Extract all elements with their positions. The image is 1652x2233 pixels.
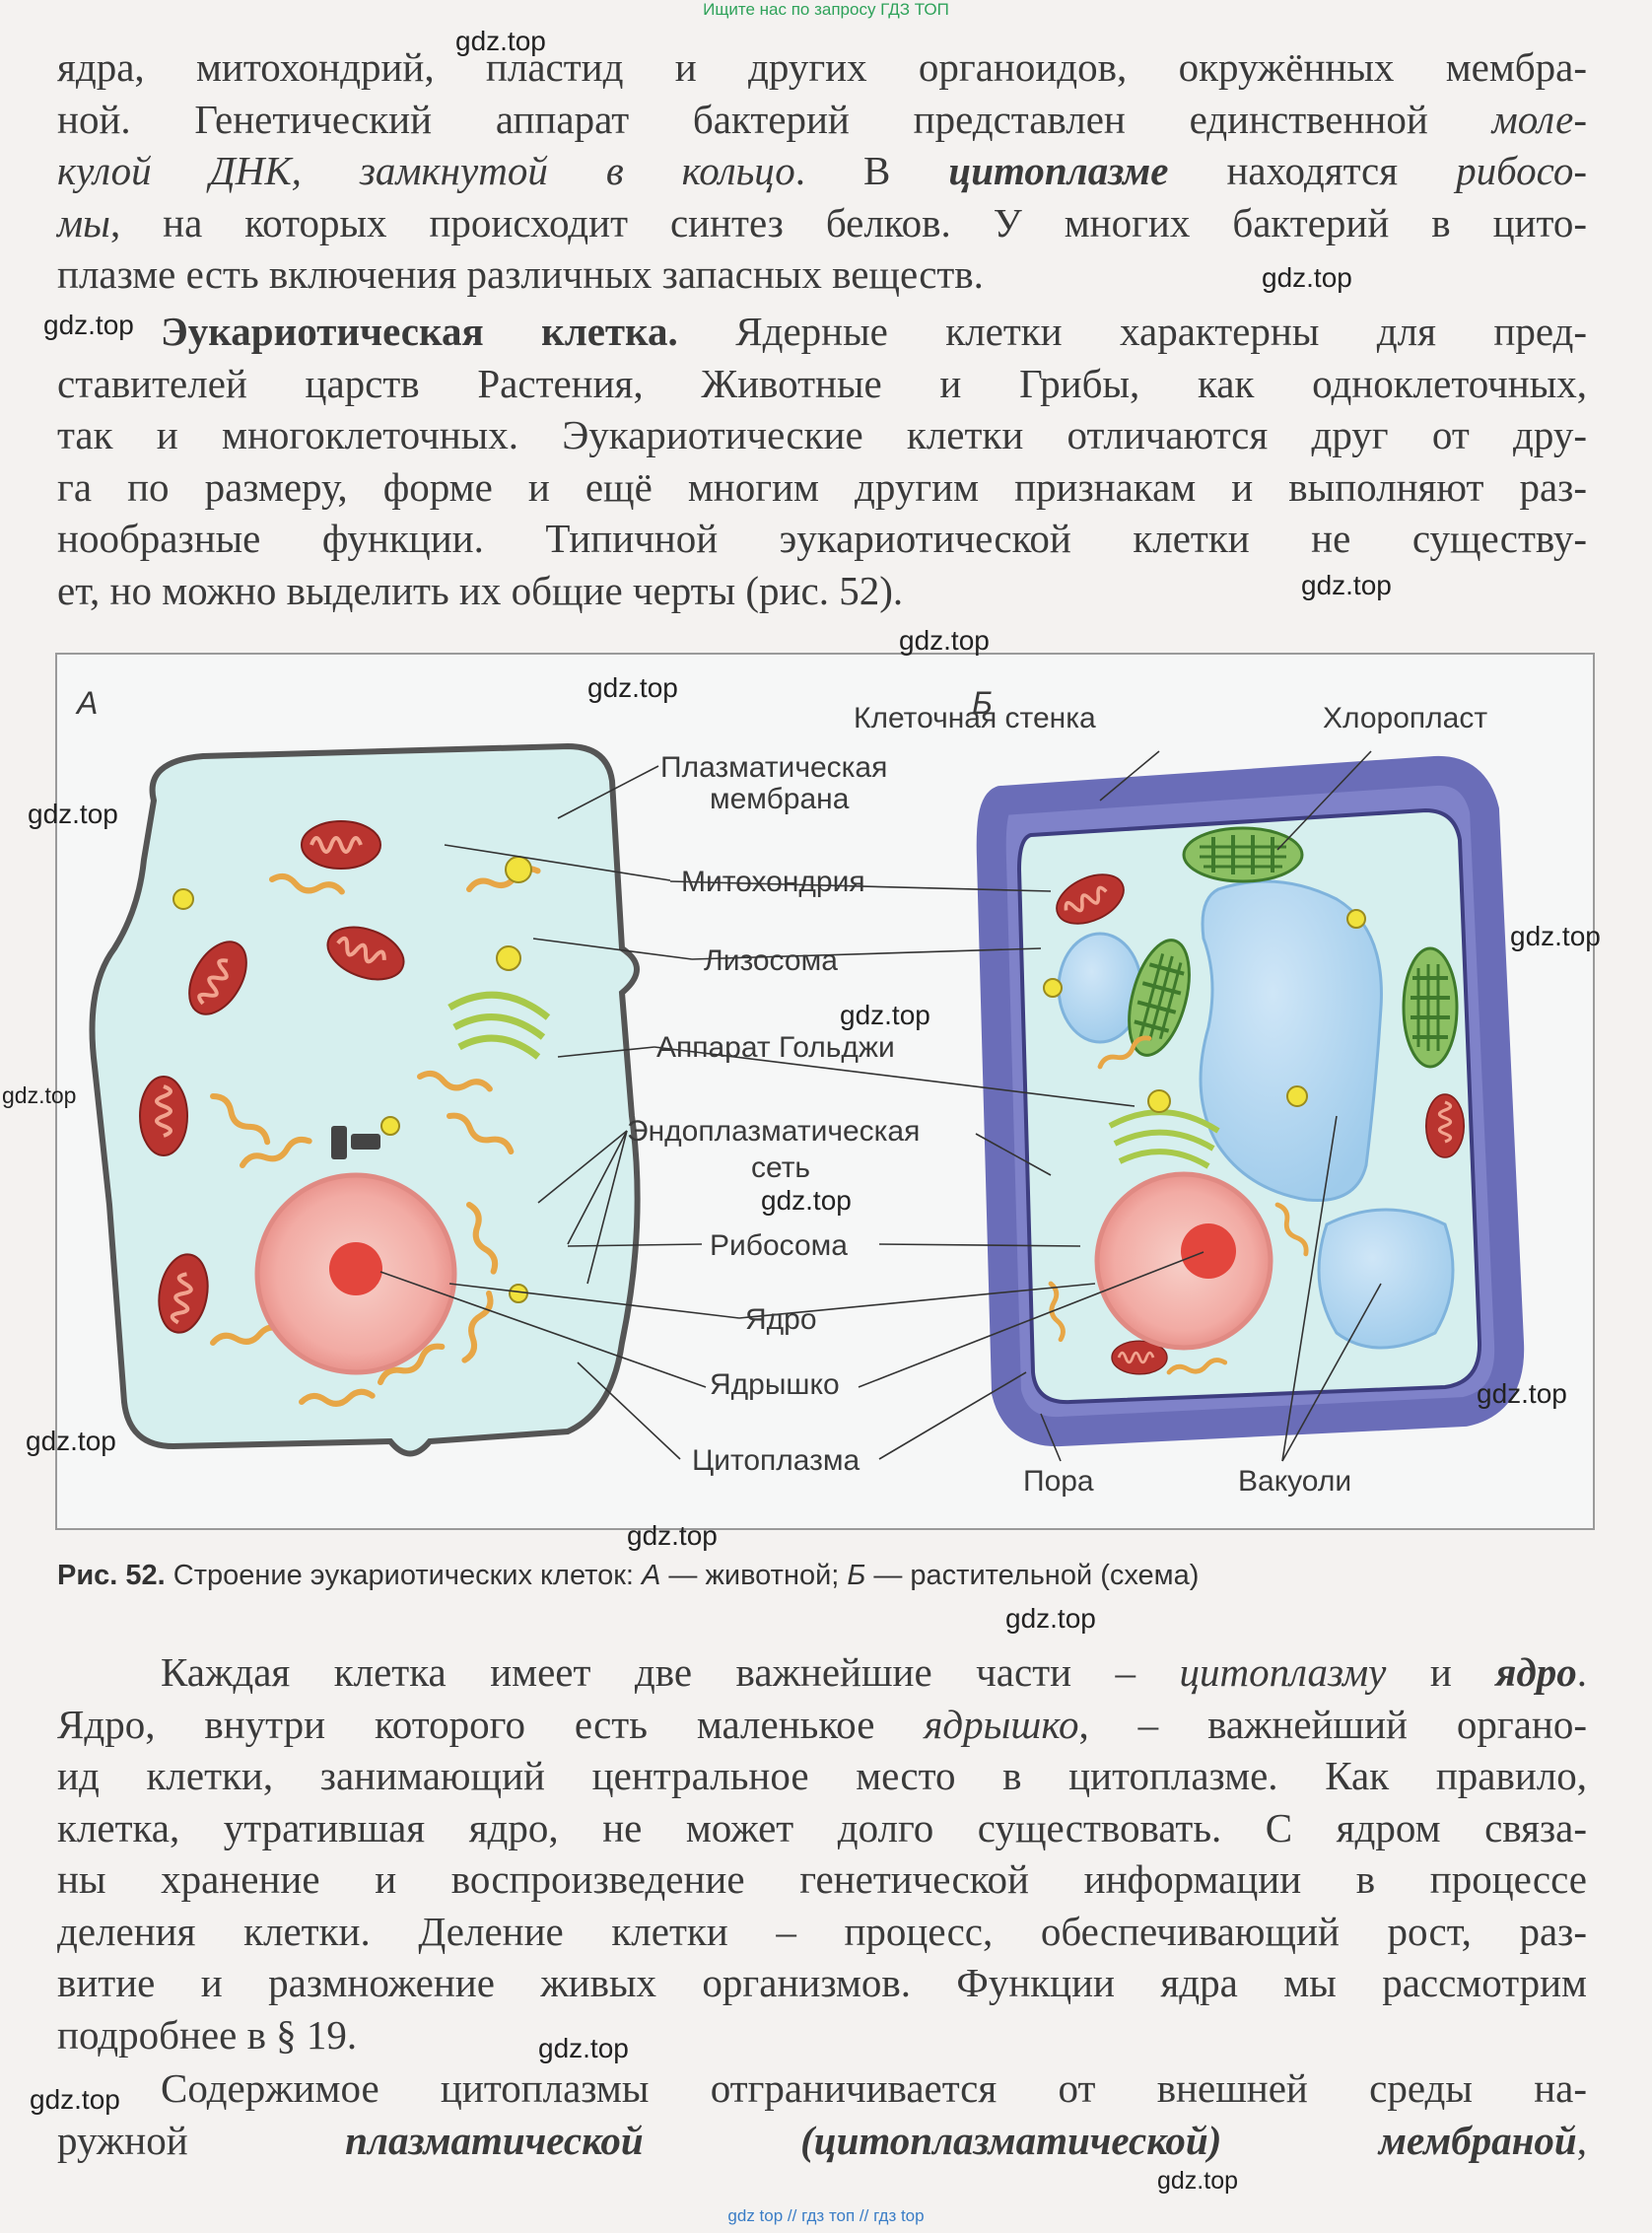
text-line: так и многоклеточных. Эукариотические кл… (57, 412, 1587, 457)
figure-caption: Рис. 52. Строение эукариотических клеток… (57, 1560, 1200, 1591)
label-plasma-membrane-2: мембрана (710, 783, 850, 815)
label-ribosome: Рибосома (710, 1229, 848, 1262)
watermark: gdz.top (1510, 921, 1601, 951)
text-line: Эукариотическая клетка. Ядерные клетки х… (161, 309, 1588, 354)
cell-diagram: А Б (75, 685, 1525, 1498)
watermark: gdz.top (1005, 1603, 1096, 1634)
watermark: gdz.top (2, 1082, 77, 1108)
label-er: Эндоплазматическая (627, 1115, 920, 1148)
section-heading: Эукариотическая клетка. (161, 309, 678, 354)
label-er-2: сеть (751, 1151, 810, 1184)
panel-a-label: А (75, 685, 98, 721)
watermark: gdz.top (1301, 570, 1392, 600)
watermark: gdz.top (30, 2084, 120, 2115)
text-line: ной. Генетический аппарат бактерий предс… (57, 96, 1587, 142)
leader-lines (379, 750, 1382, 1462)
watermark: gdz.top (840, 1000, 930, 1030)
watermark: gdz.top (587, 672, 678, 703)
watermark: gdz.top (43, 310, 134, 340)
watermark: gdz.top (899, 625, 990, 656)
label-lysosome: Лизосома (704, 944, 838, 977)
watermark: gdz.top (455, 26, 546, 56)
label-golgi: Аппарат Гольджи (656, 1031, 895, 1064)
watermark: gdz.top (761, 1185, 852, 1216)
watermark: gdz.top (1262, 262, 1352, 293)
text-line: Содержимое цитоплазмы отграничивается от… (161, 2065, 1587, 2111)
label-nucleus: Ядро (745, 1303, 817, 1336)
text-line: Ядро, внутри которого есть маленькое ядр… (57, 1701, 1587, 1747)
text-line: клетка, утратившая ядро, не может долго … (57, 1804, 1587, 1850)
animal-cell (89, 742, 641, 1457)
label-plasma-membrane: Плазматическая (660, 751, 887, 784)
text-line: Каждая клетка имеет две важнейшие части … (161, 1649, 1587, 1695)
paragraph-nucleus: Каждая клетка имеет две важнейшие части … (57, 1646, 1587, 2060)
paragraph-eukaryotic: Эукариотическая клетка. Ядерные клетки х… (57, 306, 1587, 616)
text-line: га по размеру, форме и ещё многим другим… (57, 463, 1587, 510)
paragraph-bacteria: ядра, митохондрий, пластид и других орга… (57, 41, 1587, 301)
text-line: ны хранение и воспроизведение генетическ… (57, 1856, 1587, 1902)
footer-note: gdz top // гдз топ // гдз top (727, 2206, 925, 2225)
text-line: витие и размножение живых организмов. Фу… (57, 1960, 1587, 2005)
watermark: gdz.top (627, 1520, 718, 1551)
label-cell-wall: Клеточная стенка (854, 702, 1096, 734)
watermark: gdz.top (26, 1426, 116, 1456)
text-line: ид клетки, занимающий центральное место … (57, 1753, 1587, 1798)
label-cytoplasm: Цитоплазма (692, 1444, 860, 1477)
watermark: gdz.top (538, 2033, 629, 2063)
text-line: ружной плазматической (цитоплазматическо… (57, 2117, 1587, 2163)
label-nucleolus: Ядрышко (710, 1368, 840, 1401)
text-line: плазме есть включения различных запасных… (57, 251, 984, 297)
panel-b-label: Б (972, 685, 993, 721)
text-line: ставителей царств Растения, Животные и Г… (57, 360, 1587, 406)
text-line: подробнее в § 19. (57, 2011, 358, 2058)
plant-cell (976, 755, 1525, 1447)
watermark: gdz.top (28, 799, 118, 829)
label-pore: Пора (1023, 1465, 1094, 1498)
watermark: gdz.top (1157, 2167, 1239, 2195)
watermark: gdz.top (1477, 1378, 1567, 1409)
label-vacuoles: Вакуоли (1238, 1465, 1351, 1498)
label-chloroplast: Хлоропласт (1323, 702, 1487, 734)
label-mitochondria: Митохондрия (681, 866, 865, 898)
paragraph-membrane: Содержимое цитоплазмы отграничивается от… (57, 2062, 1587, 2166)
text-line: ет, но можно выделить их общие черты (ри… (57, 567, 904, 613)
text-line: мы, на которых происходит синтез белков.… (57, 199, 1587, 245)
header-note: Ищите нас по запросу ГДЗ ТОП (703, 0, 949, 19)
text-line: ядра, митохондрий, пластид и других орга… (57, 44, 1587, 90)
text-line: деления клетки. Деление клетки – процесс… (57, 1908, 1587, 1954)
text-line: кулой ДНК, замкнутой в кольцо. В цитопла… (57, 148, 1587, 193)
text-line: нообразные функции. Типичной эукариотиче… (57, 516, 1587, 561)
